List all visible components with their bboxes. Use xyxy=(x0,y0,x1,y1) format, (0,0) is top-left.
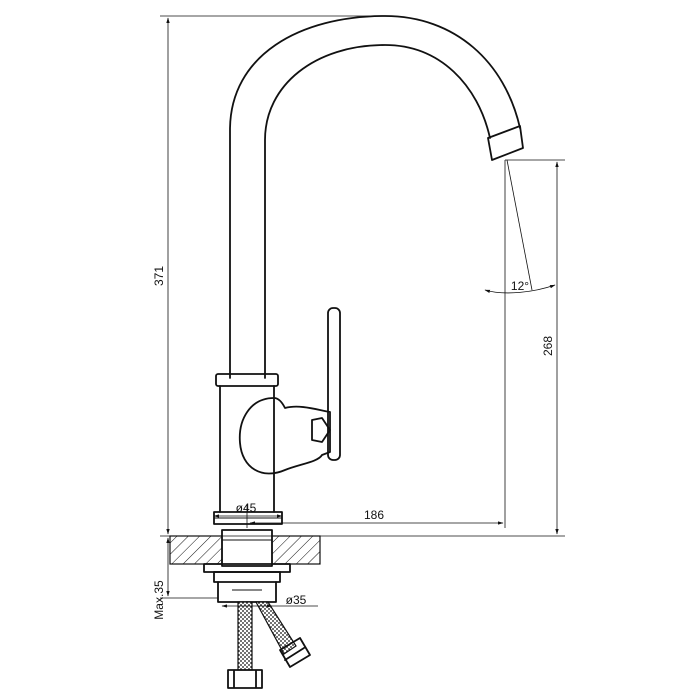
hose-left-nut xyxy=(227,669,263,689)
faucet-outline xyxy=(213,15,524,525)
lever-joint xyxy=(311,417,331,443)
shank xyxy=(221,529,273,567)
spout-aerator xyxy=(487,125,524,161)
label-spout-height: 268 xyxy=(541,336,555,356)
body-collar xyxy=(215,373,279,387)
cartridge-housing xyxy=(238,397,331,475)
hose-right xyxy=(254,601,297,655)
label-max-deck: Max.35 xyxy=(152,580,166,620)
supply-hoses xyxy=(227,601,311,689)
countertop-right xyxy=(271,535,321,565)
handle-lever xyxy=(327,307,341,461)
lock-nut xyxy=(213,571,281,583)
label-shank-diameter: ø35 xyxy=(286,593,307,607)
label-spout-angle: 12° xyxy=(511,279,529,293)
body-cylinder xyxy=(219,385,275,513)
countertop-section xyxy=(169,529,321,603)
spout-inner xyxy=(264,44,491,379)
spout-outer xyxy=(229,15,521,379)
countertop-left xyxy=(169,535,223,565)
mounting-bracket xyxy=(217,581,277,603)
label-total-height: 371 xyxy=(152,266,166,286)
dim-angle-arc xyxy=(484,284,556,294)
hose-left xyxy=(237,601,253,671)
dimension-lines xyxy=(160,15,565,608)
label-base-diameter: ø45 xyxy=(236,501,257,515)
label-spout-reach: 186 xyxy=(364,508,384,522)
hose-right-nut xyxy=(279,637,311,668)
